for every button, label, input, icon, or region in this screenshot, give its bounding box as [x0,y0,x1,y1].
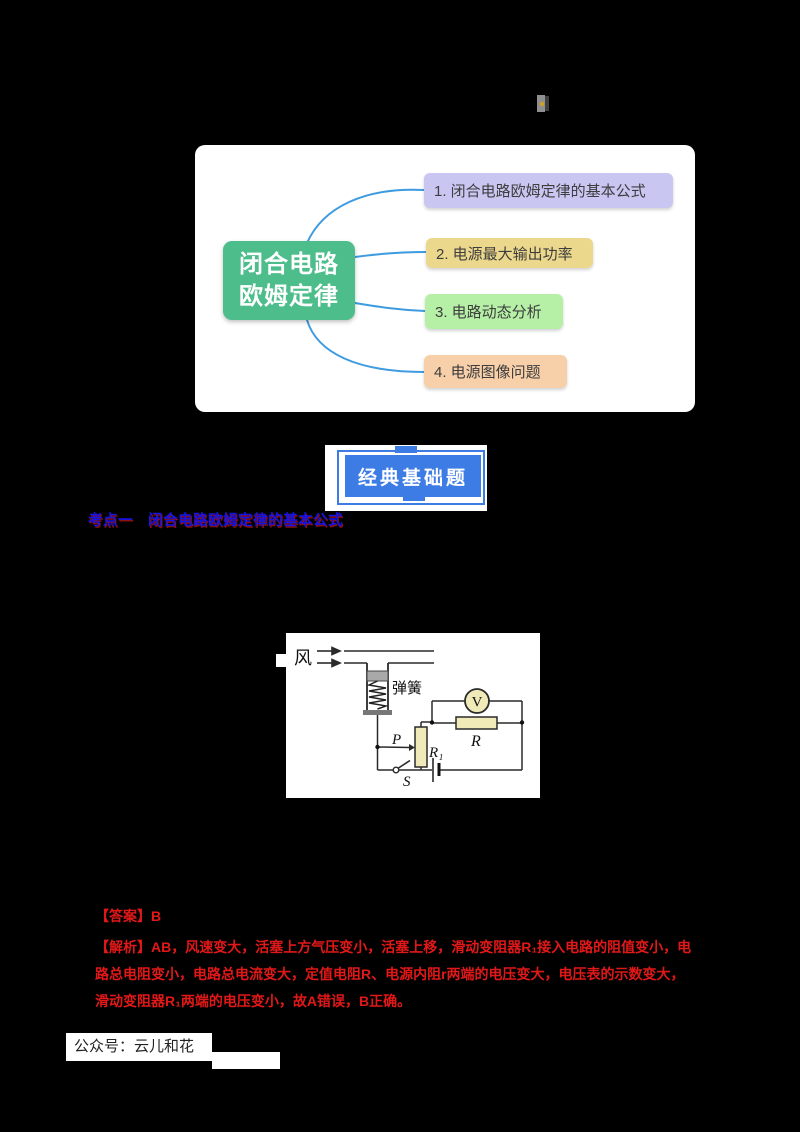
mindmap-branch-1-label: 1. 闭合电路欧姆定律的基本公式 [434,183,646,200]
mindmap-root-line2: 欧姆定律 [239,282,339,310]
mindmap-branch-3: 3. 电路动态分析 [425,294,563,329]
explanation-line-2: 路总电阻变小，电路总电流变大，定值电阻R、电源内阻r两端的电压变大，电压表的示数… [95,966,685,982]
section-heading: 考点一 闭合电路欧姆定律的基本公式 [88,513,343,529]
watermark-box-2 [212,1052,280,1069]
banner-deco-bar-bottom [403,494,425,501]
banner-title: 经典基础题 [345,455,481,497]
piston-icon [366,670,389,682]
artifact-dark-block [545,96,549,111]
mindmap-branch-3-label: 3. 电路动态分析 [435,304,542,321]
watermark-box: 公众号：云儿和花 [66,1033,212,1061]
node-dot-junction-left [429,720,435,725]
tiny-image-artifact [537,95,549,112]
mindmap-figure: 闭合电路 欧姆定律 1. 闭合电路欧姆定律的基本公式 2. 电源最大输出功率 3… [195,145,695,412]
mindmap-branch-4-label: 4. 电源图像问题 [434,364,541,381]
circuit-panel-notch [276,654,287,667]
explanation-line-3: 滑动变阻器R₁两端的电压变小，故A错误，B正确。 [95,993,412,1009]
connector-branch-1 [306,188,425,244]
circuit-drawing: 风 弹簧 P R₁ S R V [294,646,525,790]
connector-branch-3 [354,302,426,312]
mindmap-root-node: 闭合电路 欧姆定律 [223,241,355,320]
mindmap-branch-2: 2. 电源最大输出功率 [426,238,593,268]
mindmap-connectors [306,188,427,373]
wind-arrows-icon [317,646,342,668]
switch-s-label: S [403,774,411,790]
artifact-yellow-dot [540,102,544,106]
wiper-arrowhead [409,744,415,751]
voltmeter-v-label: V [472,695,483,711]
banner-deco-bar-top [395,446,417,453]
wind-label: 风 [294,648,312,668]
node-dot-junction-right [519,720,525,725]
rheostat-r1-body [414,726,428,768]
spring-coil-icon [366,680,389,710]
answer-block: 【答案】B 【解析】AB，风速变大，活塞上方气压变小，活塞上移，滑动变阻器R₁接… [95,905,727,1015]
connector-branch-4 [306,319,425,373]
banner-title-label: 经典基础题 [357,467,468,489]
battery-icon [432,758,441,782]
resistor-r-body [455,716,498,730]
spring-label: 弹簧 [392,680,422,697]
spring-base-plate [363,710,392,715]
node-dot-left [375,744,380,750]
mindmap-branch-2-label: 2. 电源最大输出功率 [436,245,573,263]
slider-p-label: P [391,732,401,748]
section-banner: 经典基础题 [325,445,487,511]
connector-branch-2 [354,251,427,258]
mindmap-root-line1: 闭合电路 [239,250,339,278]
wiper-wire [377,746,411,749]
switch-icon [392,759,411,774]
answer-line: 【答案】B [95,908,162,924]
mindmap-branch-1: 1. 闭合电路欧姆定律的基本公式 [424,173,673,208]
voltmeter-icon [464,688,490,714]
rheostat-r1-label: R₁ [428,745,443,761]
resistor-r-label: R [470,733,481,750]
circuit-figure: 风 弹簧 P R₁ S R V [286,633,540,798]
watermark-text: 公众号：云儿和花 [74,1038,195,1055]
mindmap-branch-4: 4. 电源图像问题 [424,355,567,388]
explanation-line-1: 【解析】AB，风速变大，活塞上方气压变小，活塞上移，滑动变阻器R₁接入电路的阻值… [95,939,692,955]
